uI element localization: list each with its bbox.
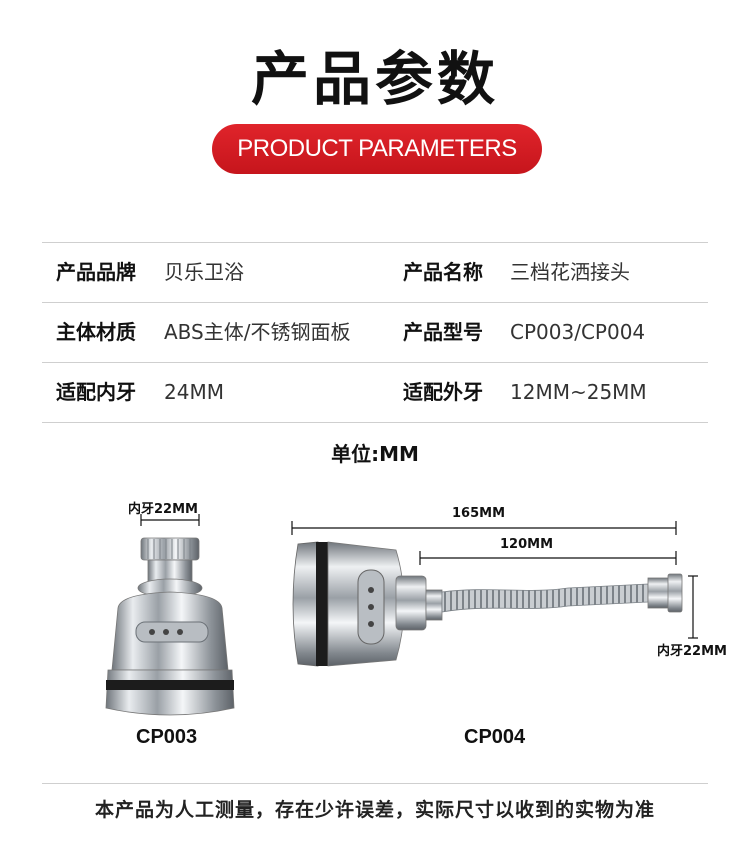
spec-value: ABS主体/不锈钢面板: [164, 320, 351, 344]
spec-label: 产品型号: [403, 320, 483, 344]
spec-value: 24MM: [164, 380, 224, 404]
subtitle-banner: PRODUCT PARAMETERS: [212, 124, 542, 174]
spec-label: 适配外牙: [403, 380, 483, 404]
spec-label: 适配内牙: [56, 380, 136, 404]
cp004-hose-length-label: 120MM: [500, 537, 554, 552]
spec-value: 三档花洒接头: [510, 260, 630, 284]
table-divider: [42, 302, 708, 303]
spec-row: 主体材质 ABS主体/不锈钢面板 产品型号 CP003/CP004: [0, 302, 750, 362]
unit-label: 单位:MM: [331, 442, 419, 466]
table-divider: [42, 362, 708, 363]
footer-divider: [42, 783, 708, 784]
table-divider: [42, 242, 708, 243]
spec-label: 主体材质: [56, 320, 136, 344]
spec-value: CP003/CP004: [510, 320, 646, 344]
table-divider: [42, 422, 708, 423]
footer-note: 本产品为人工测量，存在少许误差，实际尺寸以收到的实物为准: [94, 799, 655, 821]
page-title: 产品参数: [250, 45, 499, 113]
cp004-product-image: [291, 521, 698, 667]
spec-label: 产品品牌: [56, 260, 136, 284]
spec-value: 贝乐卫浴: [164, 260, 244, 284]
spec-row: 适配内牙 24MM 适配外牙 12MM~25MM: [0, 362, 750, 422]
cp004-total-length-label: 165MM: [452, 506, 506, 521]
spec-value: 12MM~25MM: [510, 380, 647, 404]
cp004-thread-label: 内牙22MM: [657, 644, 727, 659]
spec-row: 产品品牌 贝乐卫浴 产品名称 三档花洒接头: [0, 242, 750, 302]
cp004-caption: CP004: [464, 726, 526, 748]
cp003-dimension-label: 内牙22MM: [128, 502, 198, 517]
cp003-product-image: [105, 514, 235, 716]
cp003-caption: CP003: [136, 726, 198, 748]
spec-label: 产品名称: [403, 260, 483, 284]
